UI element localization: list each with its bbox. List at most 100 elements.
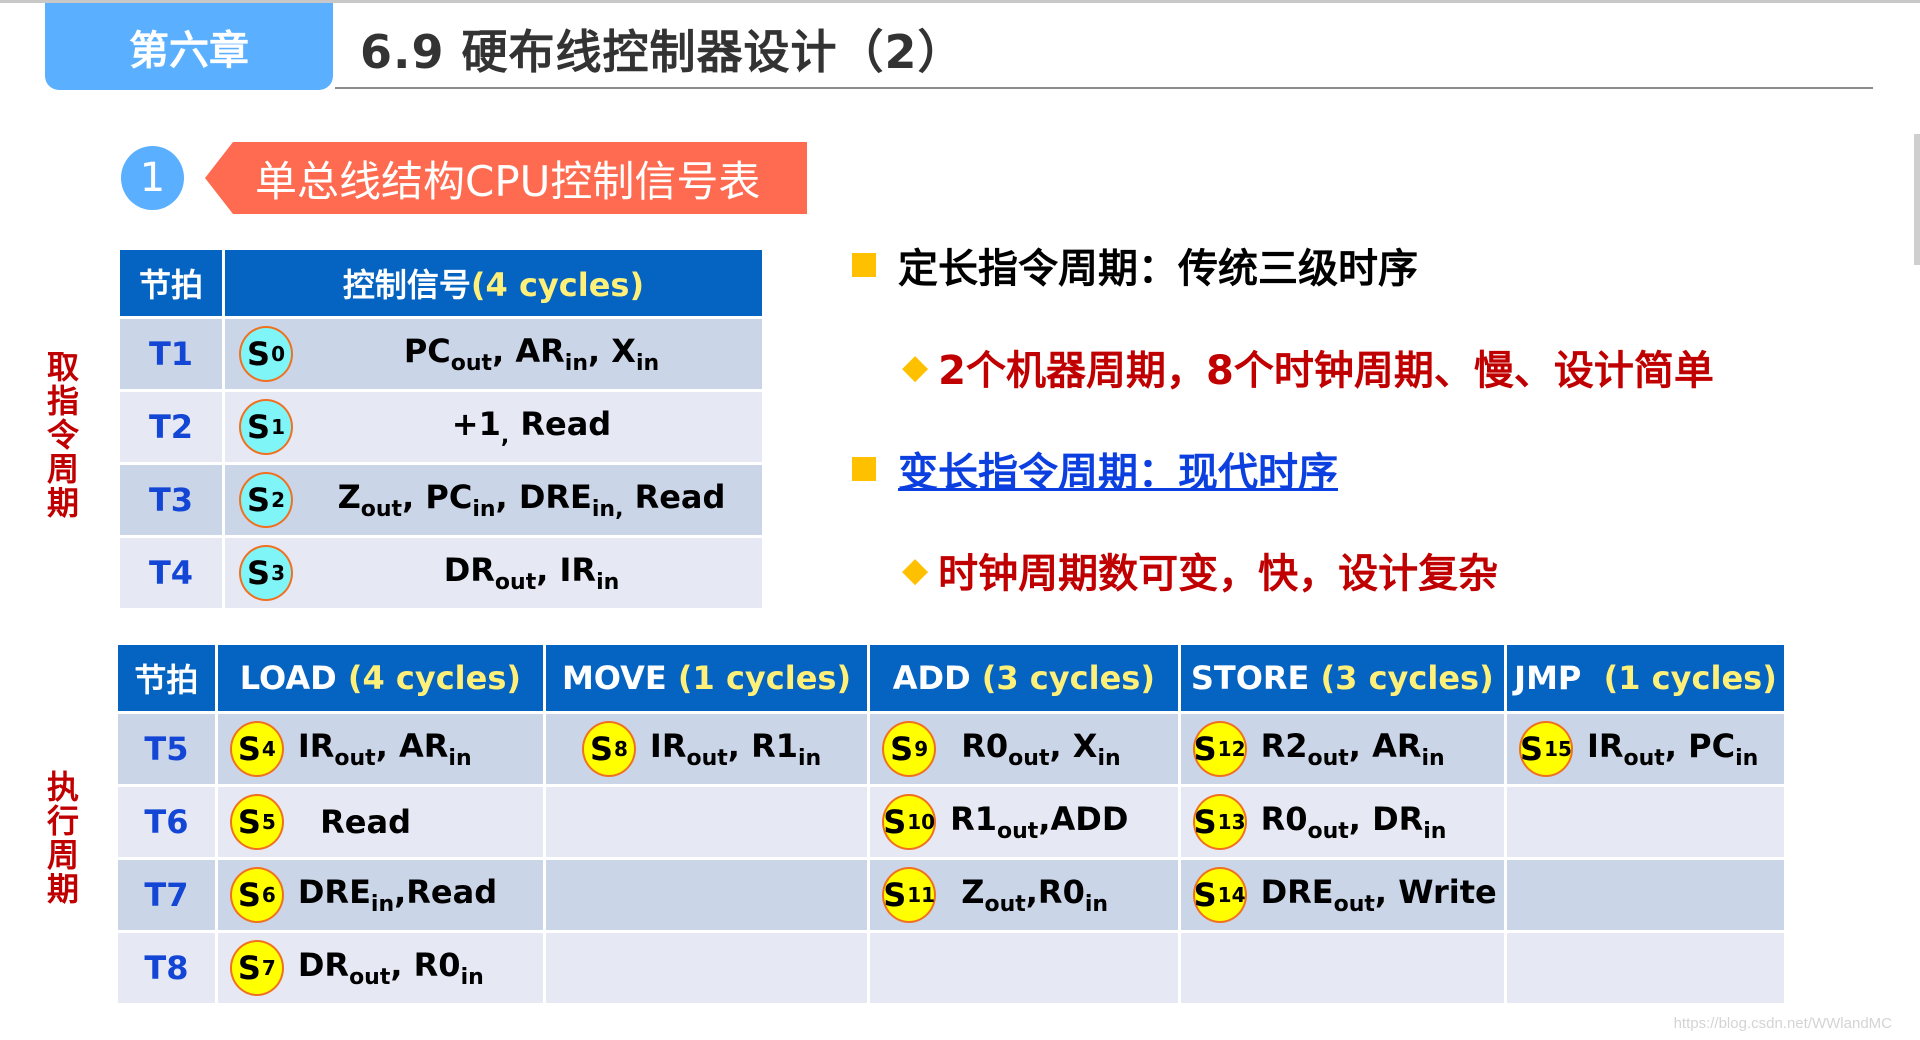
control-signals: R0out, DRin bbox=[1260, 800, 1447, 844]
control-signals: Zout,R0in bbox=[950, 873, 1109, 917]
signal-cell bbox=[1506, 860, 1784, 930]
section-number-badge: 1 bbox=[121, 146, 184, 210]
signal-cell bbox=[1506, 787, 1784, 857]
control-signals: Zout, PCin, DREin, Read bbox=[337, 478, 726, 522]
control-signals: IRout, ARin bbox=[297, 727, 472, 771]
bullet-link[interactable]: 变长指令周期：现代时序 bbox=[898, 450, 1338, 496]
section-title-banner: 单总线结构CPU控制信号表 bbox=[205, 142, 807, 214]
header-add: ADD (3 cycles) bbox=[870, 645, 1178, 711]
control-signals: R2out, ARin bbox=[1260, 727, 1445, 771]
header-tick: 节拍 bbox=[120, 250, 222, 316]
header-move: MOVE (1 cycles) bbox=[545, 645, 868, 711]
control-signals: R0out, Xin bbox=[950, 727, 1121, 771]
bullet-text: 时钟周期数可变，快，设计复杂 bbox=[938, 551, 1499, 597]
control-signals: IRout, R1in bbox=[649, 727, 822, 771]
control-signals: PCout, ARin, Xin bbox=[403, 332, 660, 376]
execute-cycle-label: 执行周期 bbox=[46, 768, 79, 908]
control-signals: DREout, Write bbox=[1260, 873, 1497, 917]
scrollbar-thumb[interactable] bbox=[1914, 134, 1920, 265]
control-signals: Read bbox=[297, 803, 411, 841]
control-signals: IRout, PCin bbox=[1586, 727, 1759, 771]
sub-bullet-item: ◆2个机器周期，8个时钟周期、慢、设计简单 bbox=[902, 342, 1714, 394]
top-border bbox=[0, 0, 1920, 3]
bullet-item[interactable]: 变长指令周期：现代时序 bbox=[852, 444, 1338, 496]
header-store: STORE (3 cycles) bbox=[1180, 645, 1504, 711]
table-header-row: 节拍 控制信号(4 cycles) bbox=[120, 250, 762, 316]
signal-cell bbox=[545, 860, 868, 930]
sub-bullet-item: ◆时钟周期数可变，快，设计复杂 bbox=[902, 545, 1498, 597]
tick-label: T4 bbox=[120, 538, 222, 608]
section-title: 单总线结构CPU控制信号表 bbox=[255, 156, 761, 206]
tick-label: T6 bbox=[118, 787, 215, 857]
signal-cell bbox=[870, 933, 1178, 1003]
tick-label: T5 bbox=[118, 714, 215, 784]
control-signals: R1out,ADD bbox=[950, 800, 1129, 844]
signal-cell bbox=[1506, 933, 1784, 1003]
signal-cell bbox=[545, 933, 868, 1003]
page-title: 6.9 硬布线控制器设计（2） bbox=[360, 25, 965, 79]
signal-cell bbox=[545, 787, 868, 857]
watermark: https://blog.csdn.net/WWlandMC bbox=[1673, 1015, 1892, 1032]
title-divider bbox=[335, 87, 1873, 89]
control-signals: DREin,Read bbox=[297, 873, 498, 917]
control-signals: DRout, R0in bbox=[297, 946, 484, 990]
tick-label: T1 bbox=[120, 319, 222, 389]
control-signals: DRout, IRin bbox=[443, 551, 620, 595]
diamond-bullet-icon: ◆ bbox=[902, 347, 929, 387]
header-jmp: JMP (1 cycles) bbox=[1506, 645, 1784, 711]
header-tick: 节拍 bbox=[118, 645, 215, 711]
square-bullet-icon bbox=[852, 253, 876, 277]
header-signals: 控制信号(4 cycles) bbox=[225, 250, 762, 316]
chapter-tab: 第六章 bbox=[45, 3, 333, 90]
bullet-item: 定长指令周期：传统三级时序 bbox=[852, 240, 1418, 292]
diamond-bullet-icon: ◆ bbox=[902, 550, 929, 590]
tick-label: T3 bbox=[120, 465, 222, 535]
control-signals: +1, Read bbox=[451, 405, 612, 449]
bullet-text: 定长指令周期：传统三级时序 bbox=[898, 246, 1418, 292]
tick-label: T7 bbox=[118, 860, 215, 930]
header-load: LOAD (4 cycles) bbox=[217, 645, 543, 711]
